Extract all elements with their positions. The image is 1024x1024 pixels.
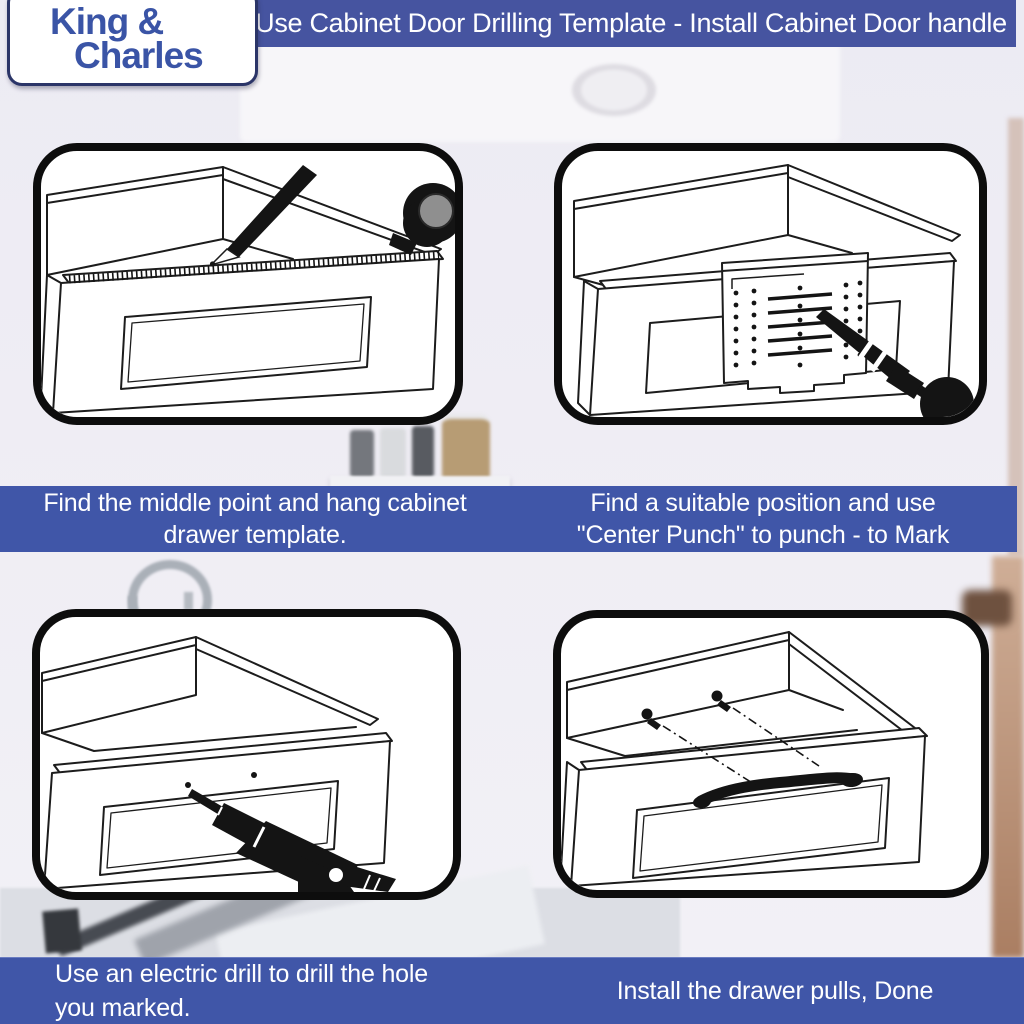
template-slots (767, 292, 833, 357)
bg-ceiling (240, 42, 840, 142)
bg-wood-cabinet-strip (992, 556, 1024, 958)
bg-counter-box (42, 908, 82, 954)
marked-holes (185, 772, 257, 788)
brand-name-line2: Charles (74, 35, 204, 76)
page-title: Use Cabinet Door Drilling Template - Ins… (255, 8, 1007, 38)
drawer-line-art (41, 636, 393, 890)
bg-jar (412, 426, 434, 478)
drawer-handle (693, 772, 863, 809)
screws (641, 690, 731, 730)
caption-bar-top: Find the middle point and hang cabinet d… (0, 486, 1017, 552)
step-2-caption: Find a suitable position and use "Center… (576, 489, 950, 549)
bg-jar (350, 430, 374, 478)
bg-faucet-spout (184, 592, 193, 610)
screw-guide-lines (662, 707, 820, 787)
drawer-installed-handle-screws-illustration (561, 631, 928, 887)
step-3-panel (32, 609, 461, 900)
bg-faucet-base (128, 596, 137, 610)
drilling-template (721, 252, 869, 394)
brand-name-line1: King & (50, 1, 164, 42)
drawer-electric-drill-illustration (41, 636, 396, 892)
drawer-drilling-template-center-punch-illustration (573, 164, 974, 417)
pencil (208, 165, 317, 267)
step-1-panel (33, 143, 463, 425)
step-1-caption: Find the middle point and hang cabinet d… (43, 489, 467, 549)
bg-ceiling-downlight (572, 64, 656, 116)
bg-jar (380, 428, 406, 478)
header-bar: Use Cabinet Door Drilling Template - Ins… (246, 0, 1016, 47)
drawer-line-art (41, 166, 444, 414)
bg-jar (442, 414, 490, 485)
brand-logo: King & Charles (7, 0, 258, 86)
measuring-tape-reel (389, 183, 455, 255)
step-4-panel (553, 610, 989, 898)
step-2-panel (554, 143, 987, 425)
caption-bar-bottom: Use an electric drill to drill the hole … (0, 958, 1024, 1024)
step-4-caption: Install the drawer pulls, Done (616, 977, 934, 1005)
step-3-caption: Use an electric drill to drill the hole … (55, 960, 428, 1022)
center-punch (816, 309, 974, 417)
template-holes (733, 280, 863, 368)
drawer-line-art (561, 631, 928, 887)
drawer-measuring-tape-pencil-illustration (41, 165, 455, 414)
